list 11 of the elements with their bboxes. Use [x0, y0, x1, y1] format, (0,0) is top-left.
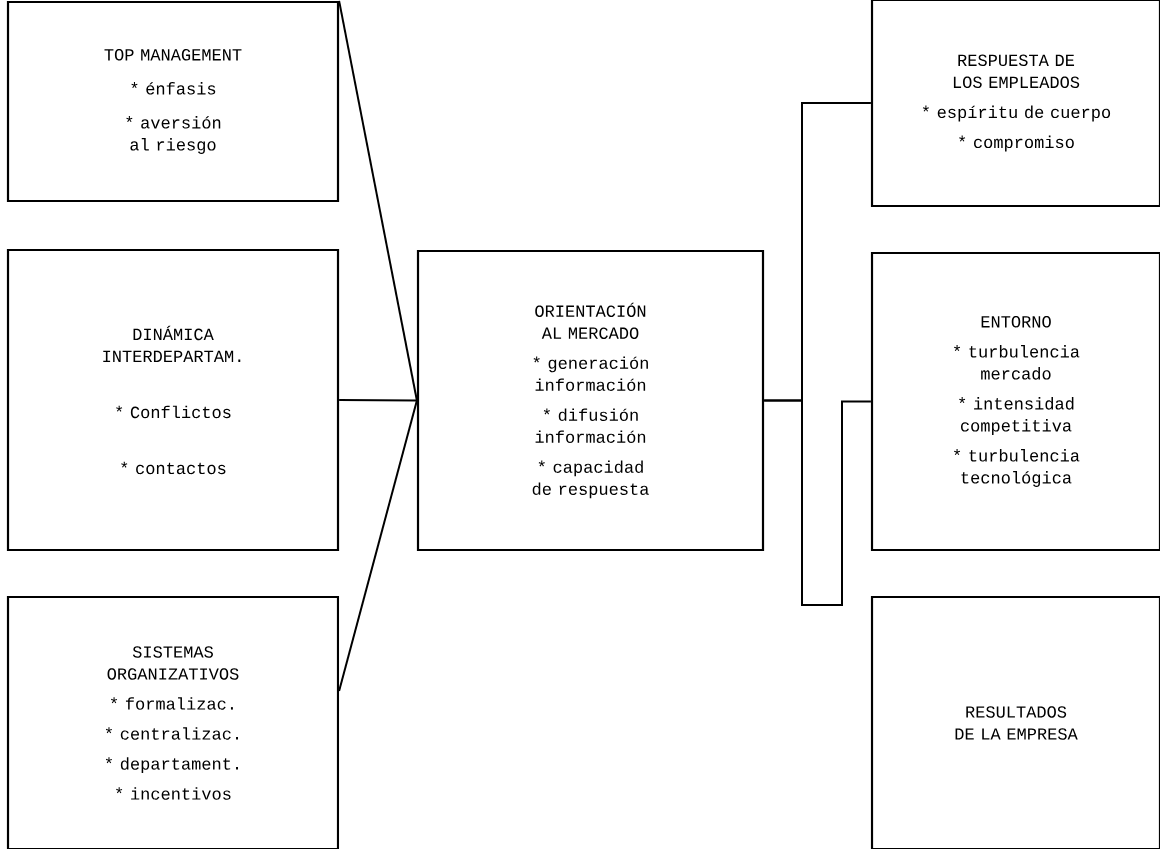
text-box: RESPUESTA DE LOS EMPLEADOS * espíritu de cuerpo * compromiso [870, 0, 1160, 208]
text-box: ENTORNO * turbulencia mercado * intensidad competitiva * turbulencia tecnológica [870, 251, 1160, 552]
connector-line [338, 0, 418, 402]
connector-line [763, 399, 872, 606]
text-box: SISTEMAS ORGANIZATIVOS * formalizac. * centralizac. * departament. * incentivos [6, 595, 340, 849]
text-box: DINÁMICA INTERDEPARTAM. * Conflictos * contactos [6, 248, 340, 552]
connector-line [338, 399, 418, 692]
text-box: ORIENTACIÓN AL MERCADO * generación información * difusión información * capacidad de respuesta [416, 249, 765, 552]
text-box: TOP MANAGEMENT * énfasis * aversión al riesgo [6, 0, 340, 203]
connector-line [338, 399, 418, 402]
text-box: RESULTADOS DE LA EMPRESA [870, 595, 1160, 849]
